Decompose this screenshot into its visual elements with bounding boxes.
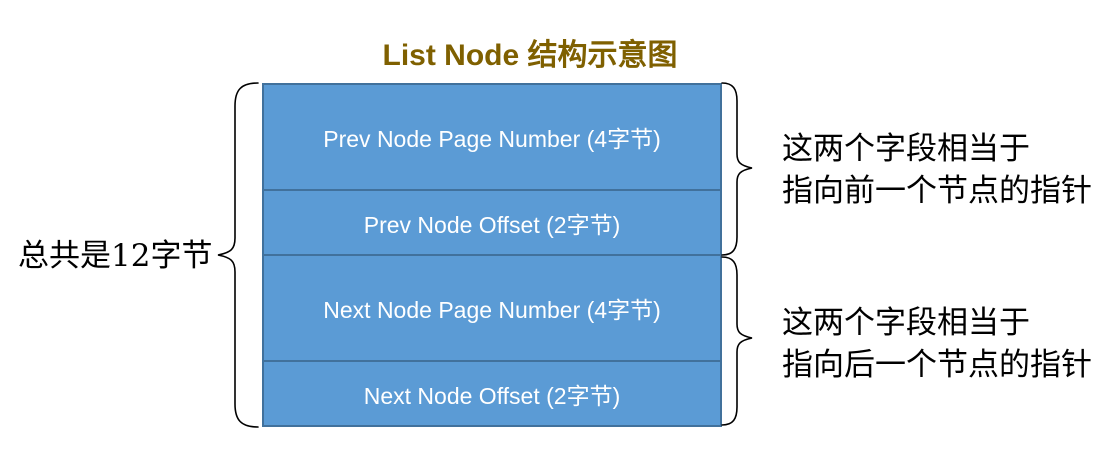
prev-pointer-annotation-line2: 指向前一个节点的指针 <box>782 173 1092 209</box>
total-size-label: 总共是12字节 <box>18 238 213 274</box>
field-row-prev-node-offset: Prev Node Offset (2字节) <box>264 189 720 254</box>
field-row-prev-node-page-number: Prev Node Page Number (4字节) <box>323 126 661 152</box>
next-pointer-annotation-line1: 这两个字段相当于 <box>782 305 1030 341</box>
right-brace-next-pointer <box>721 256 753 426</box>
next-pointer-annotation: 这两个字段相当于 指向后一个节点的指针 <box>782 302 1092 386</box>
left-brace <box>217 82 259 428</box>
right-brace-prev-pointer <box>721 82 753 256</box>
prev-pointer-annotation: 这两个字段相当于 指向前一个节点的指针 <box>782 128 1092 212</box>
field-row-next-node-page-number: Next Node Page Number (4字节) <box>264 254 720 360</box>
list-node-box: Prev Node Page Number (4字节) Prev Node Of… <box>262 83 722 427</box>
next-pointer-annotation-line2: 指向后一个节点的指针 <box>782 347 1092 383</box>
field-row-next-node-offset: Next Node Offset (2字节) <box>264 360 720 425</box>
prev-pointer-annotation-line1: 这两个字段相当于 <box>782 131 1030 167</box>
diagram-title: List Node 结构示意图 <box>382 39 678 72</box>
